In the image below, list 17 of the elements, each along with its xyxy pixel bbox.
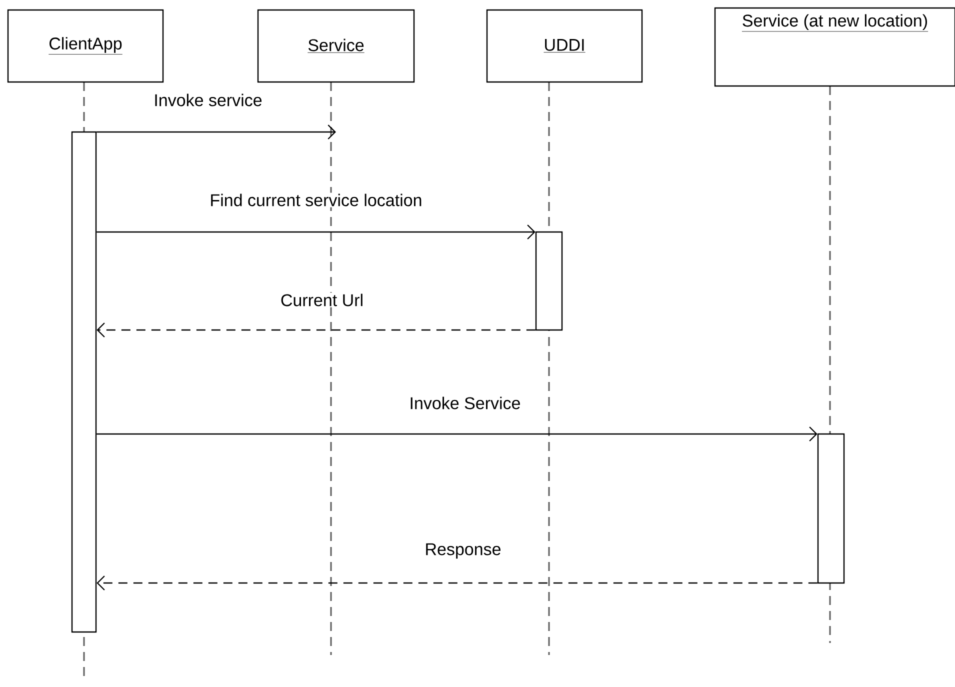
participant-box: ClientApp [7, 9, 164, 83]
message-arrow [96, 576, 818, 590]
participant-box: Service (at new location) [714, 7, 955, 87]
participant-box: UDDI [486, 9, 643, 83]
message-label: Invoke Service [408, 396, 522, 410]
message-arrow [96, 224, 536, 240]
message-arrow [96, 322, 536, 338]
message-label: Response [424, 542, 502, 560]
participant-box: Service [257, 9, 415, 83]
activation-bar [71, 131, 97, 633]
message-label: Current Url [279, 292, 365, 308]
activation-bar [535, 231, 563, 331]
message-label: Invoke service [152, 92, 264, 108]
message-label: Find current service location [208, 192, 424, 208]
message-arrow [96, 426, 818, 442]
activation-bar [817, 433, 845, 584]
message-arrow [96, 124, 336, 140]
